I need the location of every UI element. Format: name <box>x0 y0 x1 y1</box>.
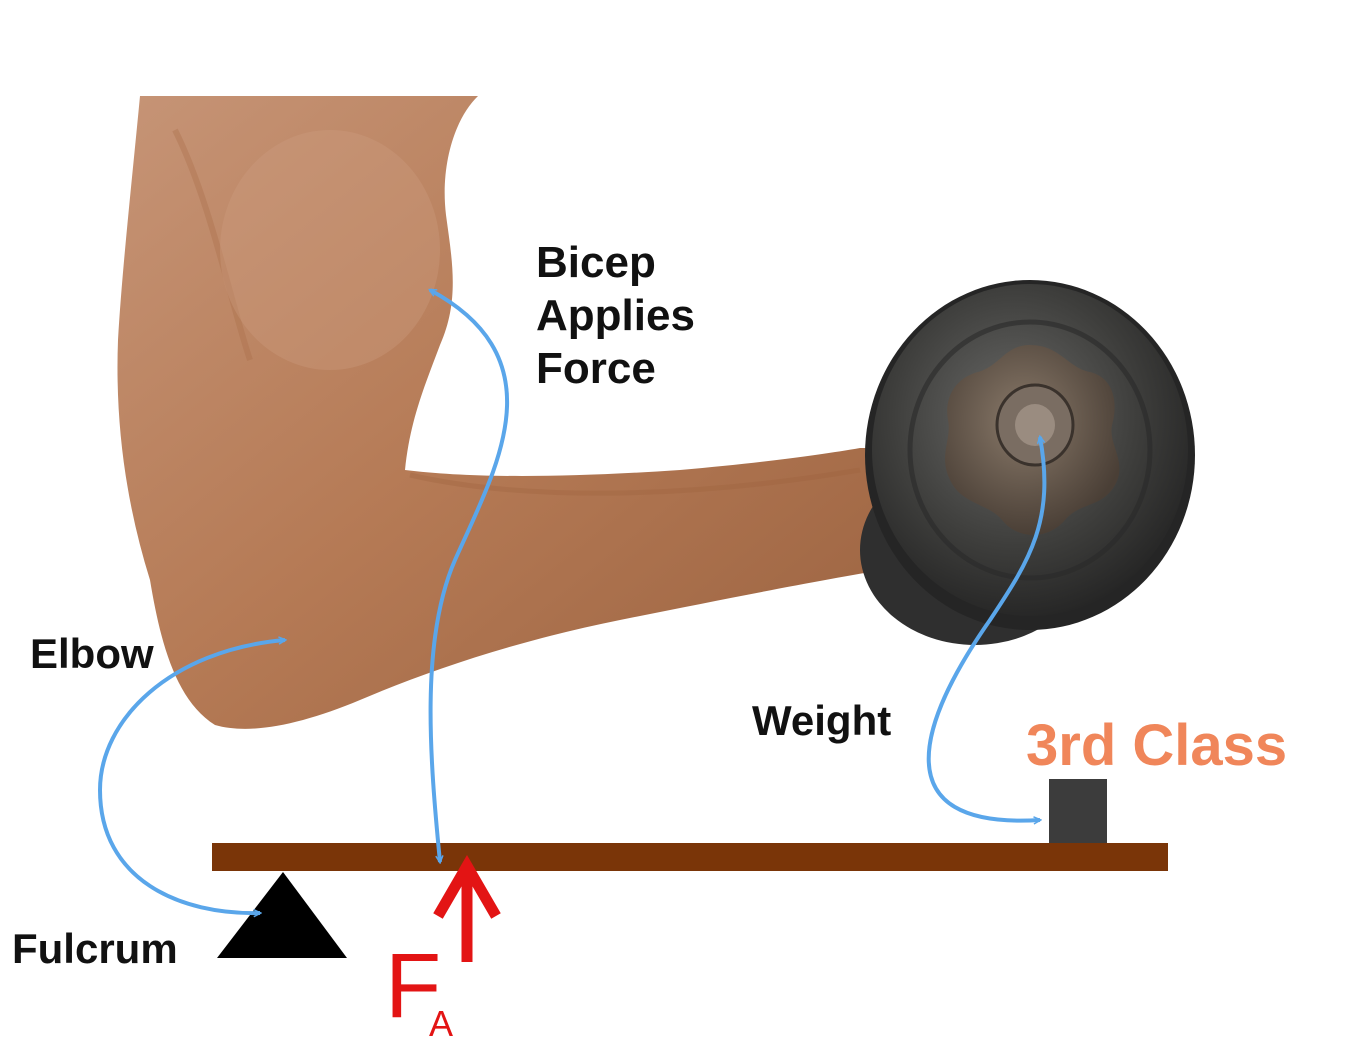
lever-bar <box>212 843 1168 871</box>
bicep-label-line: Applies <box>536 291 695 340</box>
fulcrum-triangle-icon <box>217 872 347 958</box>
weight-pointer-arrow <box>926 437 1047 821</box>
bicep-pointer-arrow <box>430 288 510 862</box>
load-block-icon <box>1049 779 1107 843</box>
force-symbol: F <box>385 935 442 1037</box>
applied-force-symbol: F A <box>385 940 453 1042</box>
force-subscript: A <box>429 1003 454 1044</box>
bicep-applies-force-label: Bicep Applies Force <box>536 236 695 395</box>
fulcrum-label: Fulcrum <box>12 925 178 972</box>
lever-class-label: 3rd Class <box>1026 713 1288 778</box>
force-arrow-icon <box>433 855 501 962</box>
dumbbell-illustration <box>860 280 1195 645</box>
elbow-label: Elbow <box>30 630 154 677</box>
bicep-label-line: Force <box>536 344 656 393</box>
bicep-label-line: Bicep <box>536 238 656 287</box>
flexed-arm-illustration <box>117 96 896 729</box>
elbow-pointer-arrow <box>97 640 285 913</box>
weight-label: Weight <box>752 697 892 744</box>
